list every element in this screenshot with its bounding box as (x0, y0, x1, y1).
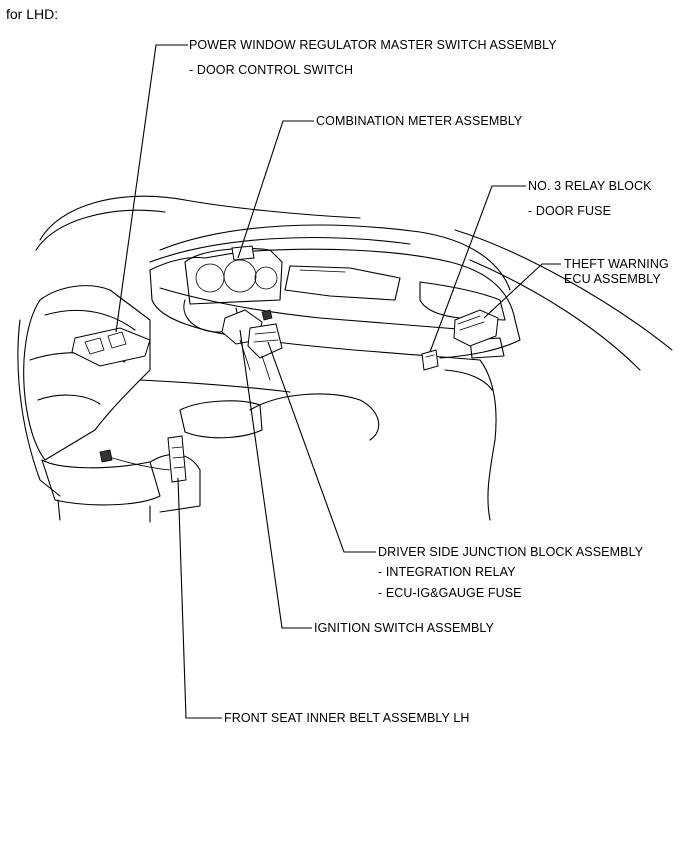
center-console (139, 379, 380, 441)
power-window-switch-label: POWER WINDOW REGULATOR MASTER SWITCH ASS… (189, 38, 557, 52)
cabin-outline (35, 195, 673, 371)
combination-meter-label: COMBINATION METER ASSEMBLY (316, 114, 523, 128)
combination-meter-drawing (183, 245, 283, 333)
door-control-switch-label: - DOOR CONTROL SWITCH (189, 63, 354, 77)
leader-lines (115, 44, 561, 719)
seat-belt-drawing (99, 435, 187, 483)
theft-warning-ecu-drawing (453, 309, 499, 347)
relay-block-drawing (421, 349, 439, 371)
door-panel-drawing (17, 285, 151, 497)
dashboard (149, 248, 521, 521)
theft-warning-label-line2: ECU ASSEMBLY (564, 272, 661, 286)
relay-block-label: NO. 3 RELAY BLOCK (528, 179, 652, 193)
integration-relay-label: - INTEGRATION RELAY (378, 565, 516, 579)
steering-column-drawing (221, 309, 283, 381)
seat-belt-label: FRONT SEAT INNER BELT ASSEMBLY LH (224, 711, 470, 725)
ecu-ig-gauge-fuse-label: - ECU-IG&GAUGE FUSE (378, 586, 522, 600)
ignition-switch-label: IGNITION SWITCH ASSEMBLY (314, 621, 494, 635)
junction-block-label: DRIVER SIDE JUNCTION BLOCK ASSEMBLY (378, 545, 644, 559)
theft-warning-label-line1: THEFT WARNING (564, 257, 669, 271)
door-fuse-label: - DOOR FUSE (528, 204, 612, 218)
diagram-heading: for LHD: (6, 6, 59, 22)
